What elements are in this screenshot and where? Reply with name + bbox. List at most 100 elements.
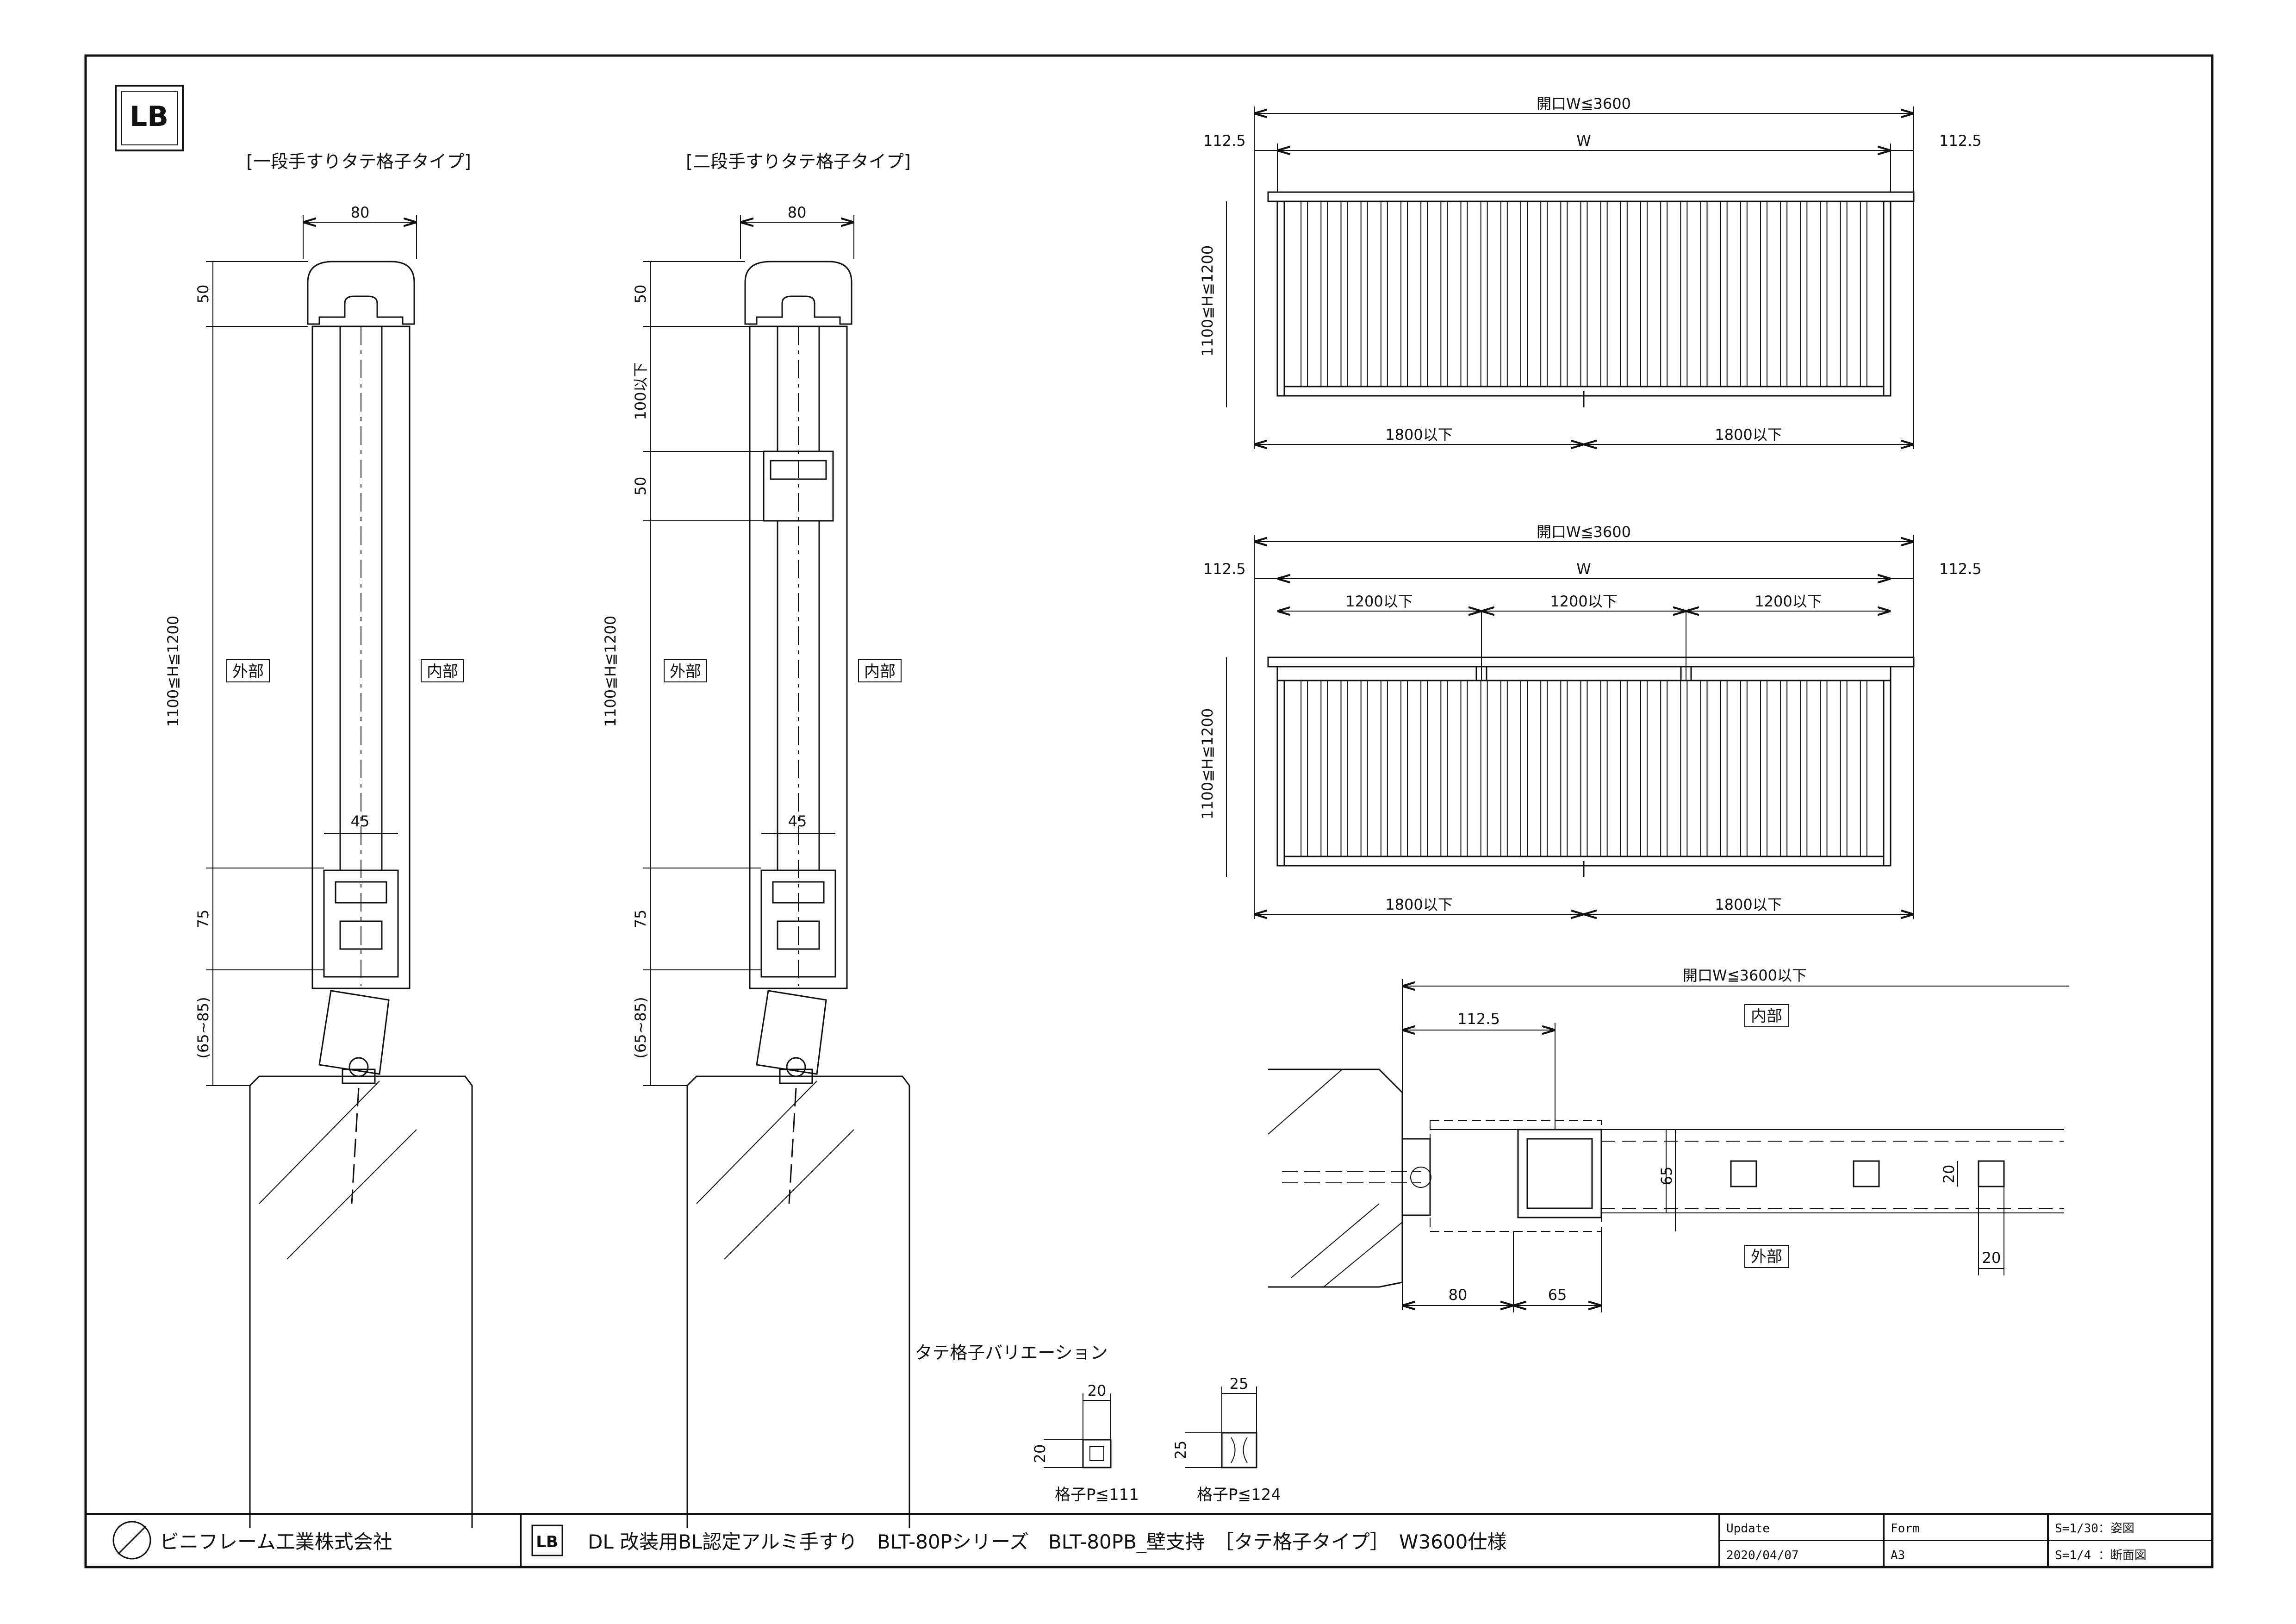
- bottom-side-right: 112.5: [1939, 560, 1982, 578]
- baluster: [1760, 680, 1767, 857]
- top-span-right: 1800以下: [1715, 426, 1782, 443]
- left-anchor: (65~85): [194, 997, 212, 1058]
- baluster: [1640, 201, 1648, 387]
- bottom-span1: 1200以下: [1345, 593, 1412, 610]
- company-name: ビニフレーム工業株式会社: [160, 1530, 392, 1553]
- baluster: [1480, 201, 1488, 387]
- drawing-frame: [84, 54, 2214, 1568]
- baluster: [1840, 680, 1848, 857]
- baluster: [1620, 201, 1628, 387]
- top-side-right: 112.5: [1939, 132, 1982, 150]
- top-opening: 開口W≦3600: [1537, 95, 1631, 112]
- baluster: [1500, 680, 1508, 857]
- top-height: 1100≦H≦1200: [1199, 245, 1216, 357]
- baluster: [1540, 201, 1548, 387]
- plan-bar-pitch: 20: [1982, 1249, 2001, 1267]
- baluster: [1820, 680, 1828, 857]
- bottom-side-left: 112.5: [1203, 560, 1246, 578]
- company-logo-icon: [112, 1521, 151, 1560]
- baluster: [1460, 680, 1468, 857]
- baluster: [1780, 680, 1788, 857]
- right-height-range: 1100≦H≦1200: [602, 616, 619, 727]
- baluster: [1700, 680, 1708, 857]
- elevation-top: 開口W≦3600 112.5 W 112.5 1100≦H≦1200 1800以…: [1199, 95, 1982, 449]
- right-base-width: 45: [788, 812, 807, 830]
- baluster: [1420, 201, 1428, 387]
- variation-a-h: 20: [1031, 1444, 1049, 1463]
- baluster: [1320, 680, 1328, 857]
- baluster: [1340, 201, 1348, 387]
- form-label: Form: [1891, 1522, 1920, 1536]
- variation-b-h: 25: [1172, 1441, 1189, 1460]
- left-height-range: 1100≦H≦1200: [164, 616, 182, 727]
- right-base-height: 75: [632, 910, 649, 929]
- variation-a-label: 格子P≦111: [1055, 1486, 1139, 1504]
- baluster: [1720, 201, 1728, 387]
- baluster: [1780, 201, 1788, 387]
- right-cap-height: 50: [632, 285, 649, 304]
- baluster: [1340, 680, 1348, 857]
- variation-b-w: 25: [1230, 1375, 1249, 1393]
- top-span-left: 1800以下: [1385, 426, 1452, 443]
- baluster: [1720, 680, 1728, 857]
- baluster: [1540, 680, 1548, 857]
- baluster: [1820, 201, 1828, 387]
- right-anchor: (65~85): [632, 997, 649, 1058]
- baluster: [1680, 680, 1688, 857]
- left-cap-height: 50: [194, 285, 212, 304]
- baluster: [1700, 201, 1708, 387]
- right-gap: 100以下: [632, 362, 649, 420]
- baluster: [1740, 680, 1748, 857]
- left-inner-label: 内部: [427, 662, 458, 681]
- baluster-variations: タテ格子バリエーション 20 20 格子P≦111 25 25 格子P≦124: [915, 1343, 1281, 1504]
- title-block: ビニフレーム工業株式会社 LB DL 改装用BL認定アルミ手すり BLT-80P…: [86, 1513, 2212, 1567]
- baluster: [1480, 680, 1488, 857]
- drawing-title: DL 改装用BL認定アルミ手すり BLT-80Pシリーズ BLT-80PB_壁支…: [588, 1530, 1506, 1553]
- baluster: [1520, 201, 1528, 387]
- variation-title: タテ格子バリエーション: [915, 1343, 1108, 1363]
- scale-1: S=1/30：姿図: [2055, 1522, 2134, 1536]
- variation-a-w: 20: [1088, 1382, 1107, 1399]
- lb-logo: LB: [115, 85, 184, 151]
- top-side-left: 112.5: [1203, 132, 1246, 150]
- right-mid-height: 50: [632, 477, 649, 496]
- baluster: [1500, 201, 1508, 387]
- baluster: [1300, 680, 1308, 857]
- right-top-width: 80: [788, 204, 807, 221]
- baluster: [1600, 680, 1608, 857]
- bottom-span3: 1200以下: [1755, 593, 1822, 610]
- update-label: Update: [1726, 1522, 1770, 1536]
- baluster: [1560, 680, 1568, 857]
- left-top-width: 80: [351, 204, 370, 221]
- variation-b-label: 格子P≦124: [1197, 1486, 1281, 1504]
- baluster: [1560, 201, 1568, 387]
- plan-inner-label: 内部: [1751, 1007, 1782, 1025]
- baluster: [1420, 680, 1428, 857]
- bottom-span2: 1200以下: [1550, 593, 1617, 610]
- baluster: [1740, 201, 1748, 387]
- section-right-title: [二段手すりタテ格子タイプ]: [686, 151, 911, 172]
- logo-text: LB: [130, 100, 168, 133]
- left-base-width: 45: [351, 812, 370, 830]
- form-value: A3: [1891, 1549, 1905, 1562]
- baluster: [1600, 201, 1608, 387]
- baluster: [1860, 680, 1867, 857]
- update-date: 2020/04/07: [1726, 1549, 1799, 1562]
- bottom-w: W: [1576, 560, 1591, 578]
- balusters-top: [1300, 201, 1867, 387]
- left-outer-label: 外部: [232, 662, 264, 681]
- section-left-title: [一段手すりタテ格子タイプ]: [246, 151, 471, 172]
- baluster: [1800, 680, 1808, 857]
- plan-depth: 65: [1658, 1167, 1675, 1186]
- section-double-rail: [二段手すりタテ格子タイプ] 80 50 100以下 50: [602, 151, 911, 1528]
- bottom-height: 1100≦H≦1200: [1199, 708, 1216, 820]
- section-single-rail: [一段手すりタテ格子タイプ] 80 50 1100≦H≦1200: [164, 151, 473, 1528]
- baluster: [1380, 680, 1388, 857]
- plan-offset: 112.5: [1457, 1010, 1500, 1028]
- baluster: [1320, 201, 1328, 387]
- company-logo-text: LB: [536, 1533, 558, 1551]
- top-w: W: [1576, 132, 1591, 150]
- bottom-opening: 開口W≦3600: [1537, 523, 1631, 541]
- plan-opening: 開口W≦3600以下: [1683, 967, 1807, 984]
